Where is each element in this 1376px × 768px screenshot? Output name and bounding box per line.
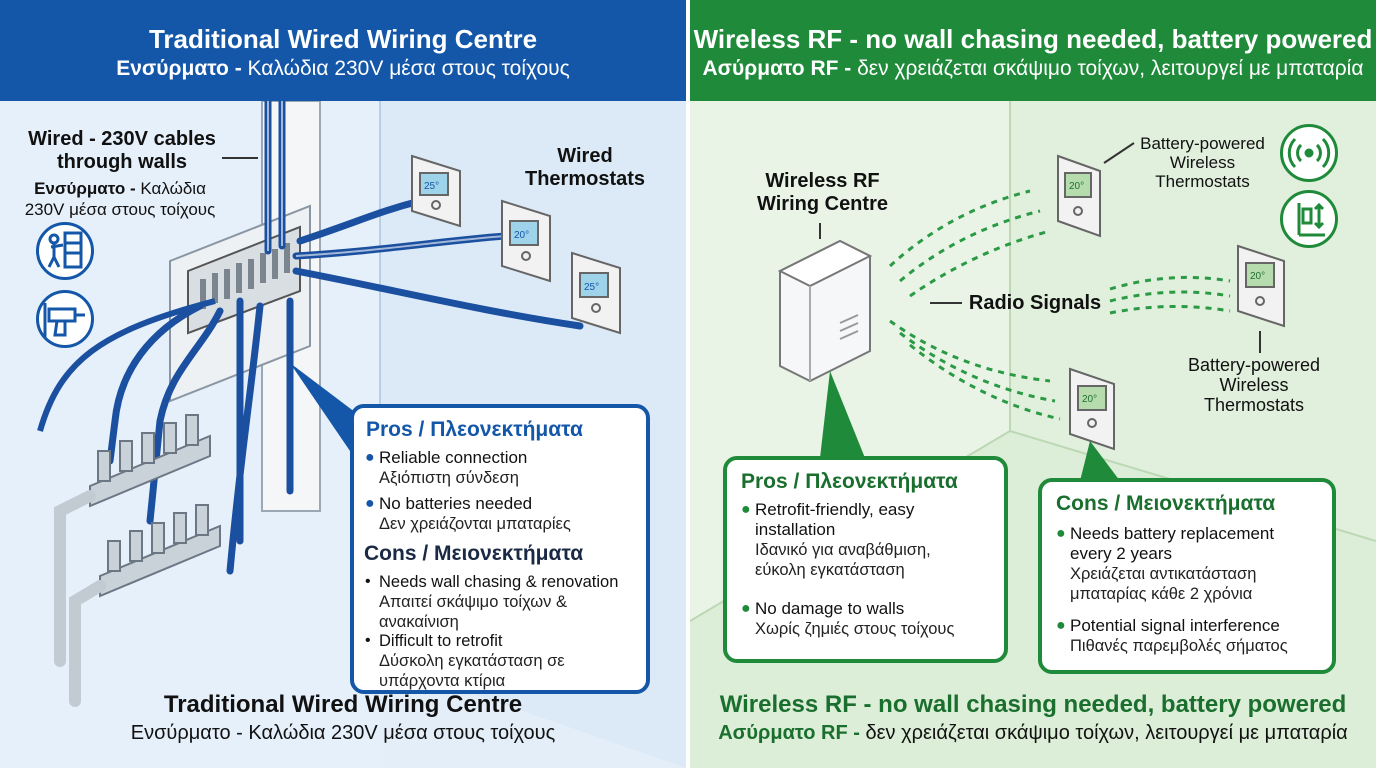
wireless-wiring-centre-box bbox=[777, 239, 873, 383]
wireless-con-item: ● Needs battery replacement every 2 year… bbox=[1056, 524, 1275, 603]
wired-thermostat-1 bbox=[411, 154, 461, 228]
heating-manifold bbox=[89, 414, 221, 598]
wired-panel: Traditional Wired Wiring Centre Ενσύρματ… bbox=[0, 0, 686, 768]
svg-text:25°: 25° bbox=[584, 282, 599, 293]
battery-thermostats-label-top: Battery-powered Wireless Thermostats bbox=[1140, 134, 1265, 191]
svg-text:20°: 20° bbox=[1082, 394, 1097, 405]
wireless-thermostat-3 bbox=[1069, 367, 1115, 451]
wireless-signal-icon bbox=[1280, 124, 1338, 182]
wireless-header-subtitle: Ασύρματο RF - δεν χρειάζεται σκάψιμο τοί… bbox=[702, 57, 1364, 80]
wireless-header-title: Wireless RF - no wall chasing needed, ba… bbox=[693, 24, 1373, 54]
wired-header: Traditional Wired Wiring Centre Ενσύρματ… bbox=[0, 0, 686, 101]
wired-cables-label-greek: Ενσύρματο - Καλώδια 230V μέσα στους τοίχ… bbox=[24, 179, 216, 219]
wall-mount-icon bbox=[1280, 190, 1338, 248]
wireless-header: Wireless RF - no wall chasing needed, ba… bbox=[690, 0, 1376, 101]
svg-text:20°: 20° bbox=[1250, 271, 1265, 282]
wired-cables-label: Wired - 230V cables through walls bbox=[28, 128, 216, 173]
terminal-block bbox=[200, 243, 290, 309]
wall-chasing-icon bbox=[36, 222, 94, 280]
wired-thermostat-2 bbox=[501, 199, 551, 283]
radio-signals-label: Radio Signals bbox=[968, 292, 1102, 314]
battery-thermostats-label-mid: Battery-powered Wireless Thermostats bbox=[1187, 355, 1321, 415]
wired-pro-item: ● Reliable connection Αξιόπιστη σύνδεση bbox=[365, 448, 528, 487]
drill-icon bbox=[36, 290, 94, 348]
wireless-cons-title: Cons / Μειονεκτήματα bbox=[1056, 492, 1276, 515]
wireless-thermostat-1 bbox=[1057, 154, 1101, 238]
svg-text:25°: 25° bbox=[424, 181, 439, 192]
wired-thermostat-3 bbox=[571, 251, 621, 335]
wireless-con-item: ● Potential signal interference Πιθανές … bbox=[1056, 616, 1288, 655]
wired-pros-title: Pros / Πλεονεκτήματα bbox=[366, 418, 583, 441]
wireless-footer-title: Wireless RF - no wall chasing needed, ba… bbox=[719, 691, 1347, 718]
wireless-pro-item: ● Retrofit-friendly, easy installation Ι… bbox=[741, 500, 931, 579]
wireless-pro-item: ● No damage to walls Χωρίς ζημιές στους … bbox=[741, 599, 955, 638]
wireless-cons-callout: Cons / Μειονεκτήματα ● Needs battery rep… bbox=[1038, 478, 1336, 674]
wired-header-subtitle: Ενσύρματο - Καλώδια 230V μέσα στους τοίχ… bbox=[116, 57, 570, 80]
wired-con-item: • Needs wall chasing & renovation Απαιτε… bbox=[365, 573, 619, 631]
wired-pros-cons-callout: Pros / Πλεονεκτήματα ● Reliable connecti… bbox=[350, 404, 650, 694]
wired-pro-item: ● No batteries needed Δεν χρειάζονται μπ… bbox=[365, 494, 571, 533]
wired-footer-title: Traditional Wired Wiring Centre bbox=[163, 691, 523, 718]
panel-divider bbox=[686, 0, 690, 768]
wired-footer-subtitle: Ενσύρματο - Καλώδια 230V μέσα στους τοίχ… bbox=[130, 722, 556, 744]
wireless-pros-callout: Pros / Πλεονεκτήματα ● Retrofit-friendly… bbox=[723, 456, 1008, 663]
wired-cons-title: Cons / Μειονεκτήματα bbox=[364, 542, 584, 565]
wireless-centre-label: Wireless RF Wiring Centre bbox=[757, 170, 888, 215]
wireless-thermostat-2 bbox=[1237, 244, 1285, 328]
wireless-footer-subtitle: Ασύρματο RF - δεν χρειάζεται σκάψιμο τοί… bbox=[718, 722, 1348, 744]
wireless-panel: Wireless RF - no wall chasing needed, ba… bbox=[690, 0, 1376, 768]
wired-con-item: • Difficult to retrofit Δύσκολη εγκατάστ… bbox=[365, 632, 565, 690]
svg-text:20°: 20° bbox=[1069, 181, 1084, 192]
svg-text:20°: 20° bbox=[514, 230, 529, 241]
wired-header-title: Traditional Wired Wiring Centre bbox=[148, 24, 538, 54]
wireless-pros-title: Pros / Πλεονεκτήματα bbox=[741, 470, 958, 493]
wired-thermostats-label: Wired Thermostats bbox=[524, 145, 646, 190]
